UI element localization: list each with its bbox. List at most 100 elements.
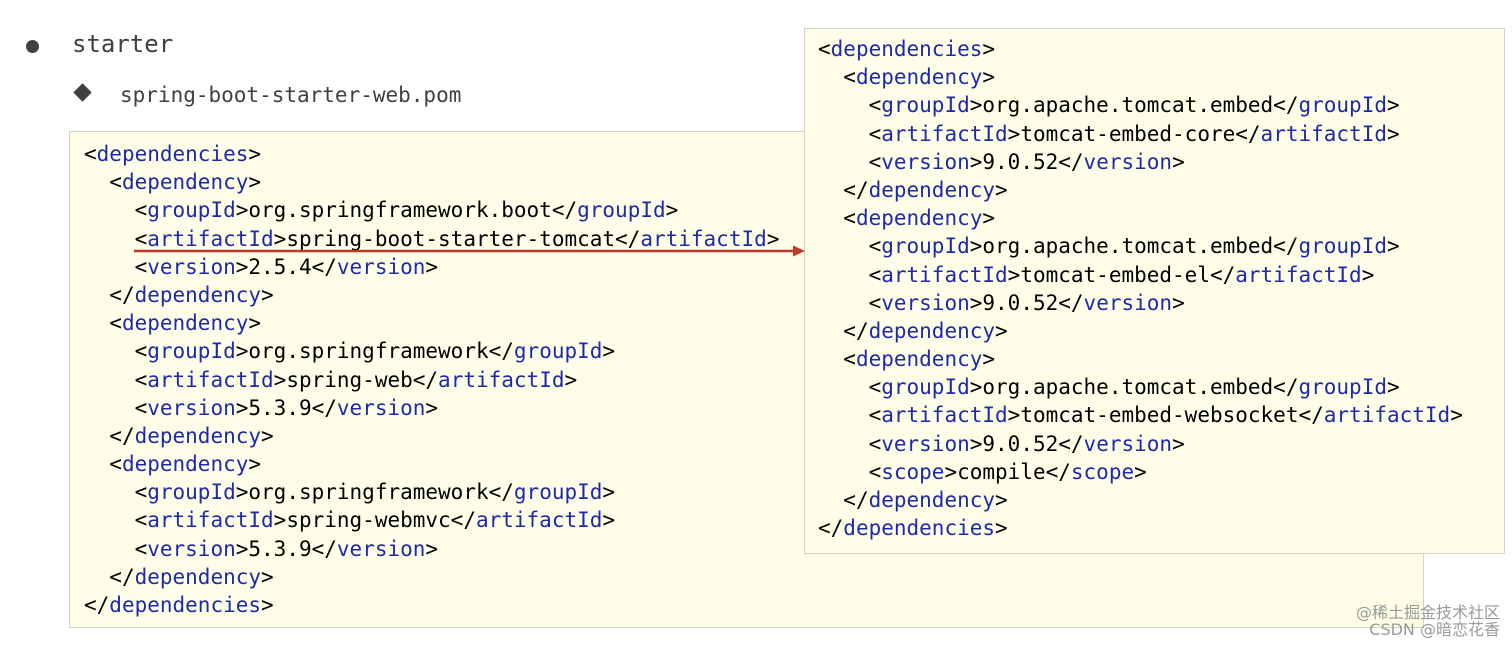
code-line: </dependencies> (84, 591, 1423, 619)
xml-text: > (995, 318, 1008, 343)
xml-text: >tomcat-embed-core</ (1007, 121, 1261, 146)
xml-text: > (1387, 234, 1400, 259)
xml-text: > (982, 206, 996, 231)
xml-tag-name: groupId (881, 93, 970, 118)
code-line: <dependencies> (84, 140, 1423, 168)
xml-text: > (995, 177, 1008, 202)
xml-text: > (995, 516, 1008, 541)
code-line: </dependency> (84, 563, 1423, 591)
xml-tag-name: groupId (577, 198, 666, 223)
xml-tag-name: artifactId (1260, 121, 1387, 146)
code-line: <groupId>org.springframework.boot</group… (84, 196, 1423, 224)
xml-tag-name: artifactId (881, 403, 1008, 428)
xml-tag-name: dependencies (843, 516, 996, 541)
xml-text: >9.0.52</ (969, 149, 1084, 174)
xml-tag-name: dependencies (96, 142, 249, 166)
xml-text: < (134, 254, 148, 279)
xml-tag-name: version (336, 254, 426, 279)
xml-text: < (134, 367, 148, 392)
xml-text: >9.0.52</ (969, 431, 1084, 456)
code-line: <artifactId>spring-web</artifactId> (84, 366, 1423, 394)
xml-tag-name: version (1083, 290, 1173, 315)
xml-tag-name: dependency (134, 282, 262, 307)
xml-text: >org.springframework</ (235, 339, 514, 364)
xml-tag-name: version (881, 431, 970, 456)
xml-text: </ (84, 593, 110, 617)
xml-tag-name: dependency (855, 206, 983, 231)
code-line: <groupId>org.apache.tomcat.embed</groupI… (818, 373, 1504, 401)
code-line: </dependency> (818, 486, 1504, 514)
arrow-head-icon (793, 245, 805, 257)
xml-text: > (995, 488, 1008, 512)
xml-text: > (261, 282, 274, 307)
xml-text: > (982, 65, 996, 90)
xml-text: > (665, 198, 679, 223)
xml-tag-name: dependency (868, 318, 996, 343)
xml-tag-name: dependency (134, 564, 262, 589)
xml-text: > (1361, 262, 1375, 287)
xml-tag-name: dependency (121, 311, 249, 336)
code-line: <artifactId>tomcat-embed-el</artifactId> (818, 261, 1504, 289)
code-line: <version>9.0.52</version> (818, 148, 1504, 176)
watermark-line-1: @稀土掘金技术社区 (1355, 603, 1500, 622)
xml-text: > (248, 452, 262, 477)
xml-tag-name: groupId (1298, 234, 1387, 259)
bullet-heading: starter (72, 30, 174, 58)
xml-text: > (1172, 149, 1185, 174)
xml-text: < (109, 311, 122, 336)
code-line: <groupId>org.springframework</groupId> (84, 478, 1423, 506)
code-line: </dependency> (818, 176, 1504, 204)
xml-text: < (134, 480, 148, 505)
xml-tag-name: dependencies (109, 593, 262, 617)
xml-text: </ (109, 282, 135, 307)
xml-tag-name: groupId (513, 339, 603, 364)
code-line: <version>2.5.4</version> (84, 253, 1423, 281)
xml-tag-name: version (147, 395, 236, 420)
xml-tag-name: groupId (147, 339, 236, 364)
xml-tag-name: version (336, 395, 426, 420)
xml-text: < (134, 198, 148, 223)
code-line: <version>9.0.52</version> (818, 430, 1504, 458)
xml-tag-name: groupId (1298, 375, 1387, 400)
xml-tag-name: groupId (147, 480, 236, 505)
xml-text: < (134, 395, 148, 420)
xml-text: </ (818, 516, 844, 541)
xml-text: > (1172, 431, 1185, 456)
xml-tag-name: scope (1070, 459, 1135, 484)
code-line: <dependencies> (818, 35, 1504, 63)
xml-text: < (868, 290, 882, 315)
xml-tag-name: dependency (134, 423, 262, 448)
xml-text: > (1134, 459, 1147, 484)
xml-text: </ (109, 423, 135, 448)
xml-text: > (1387, 375, 1400, 400)
xml-text: >spring-webmvc</ (273, 508, 476, 533)
xml-text: > (982, 347, 996, 372)
xml-text: > (1386, 121, 1400, 146)
xml-tag-name: dependency (868, 177, 996, 202)
xml-tag-name: artifactId (881, 262, 1008, 287)
xml-text: < (843, 65, 856, 90)
xml-text: > (1387, 93, 1400, 118)
xml-tag-name: dependency (855, 65, 983, 90)
xml-text: </ (843, 318, 869, 343)
xml-text: < (84, 142, 97, 166)
xml-text: >org.apache.tomcat.embed</ (969, 234, 1299, 259)
xml-tag-name: version (147, 536, 236, 561)
watermark-line-2: CSDN @暗恋花香 (1369, 620, 1500, 639)
xml-text: < (843, 206, 856, 231)
xml-text: >spring-web</ (273, 367, 439, 392)
xml-text: > (425, 254, 439, 279)
code-line: <scope>compile</scope> (818, 458, 1504, 486)
xml-text: < (843, 347, 856, 372)
xml-text: < (134, 226, 148, 251)
code-line: <artifactId>tomcat-embed-core</artifactI… (818, 120, 1504, 148)
xml-text: > (602, 480, 616, 505)
xml-text: >2.5.4</ (235, 254, 337, 279)
code-line: <version>5.3.9</version> (84, 535, 1423, 563)
code-line: <dependency> (818, 63, 1504, 91)
xml-text: > (425, 536, 439, 561)
xml-text: < (134, 536, 148, 561)
code-line: <dependency> (84, 450, 1423, 478)
xml-tag-name: artifactId (147, 367, 274, 392)
code-line: <groupId>org.springframework</groupId> (84, 337, 1423, 365)
